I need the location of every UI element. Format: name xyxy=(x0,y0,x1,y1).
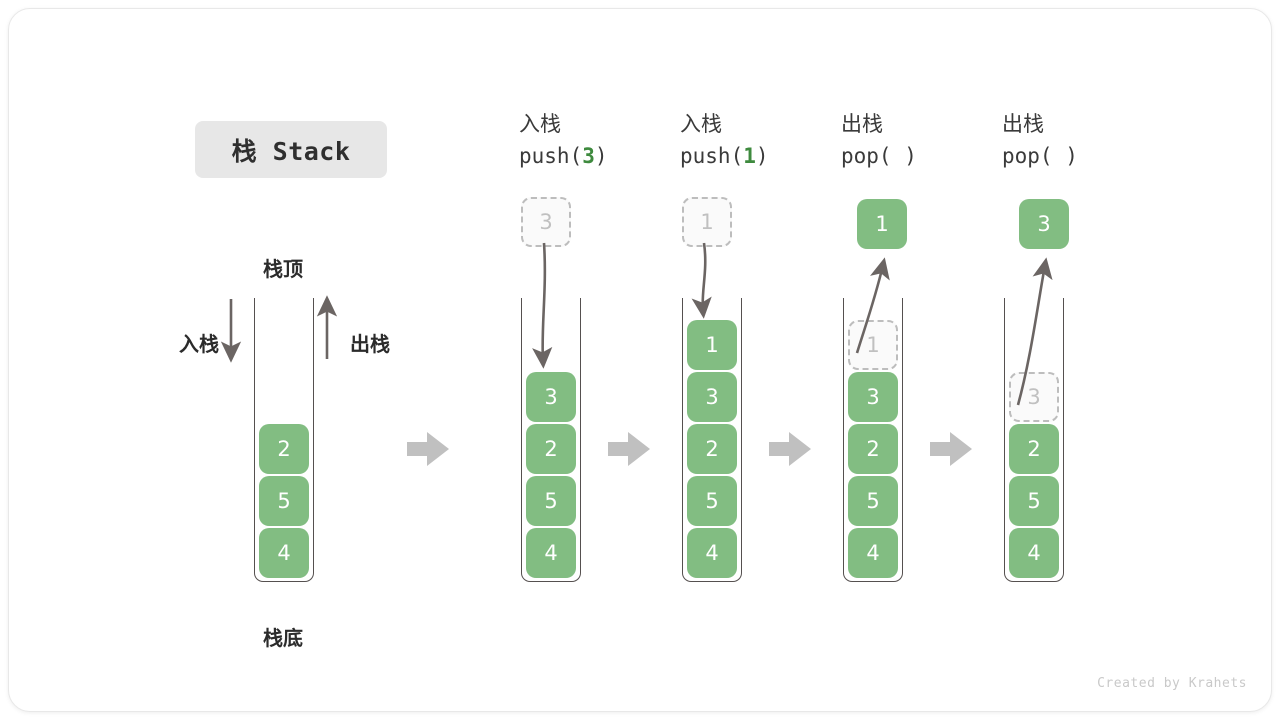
stack-cell: 2 xyxy=(848,424,898,474)
step-operation-label: 入栈 xyxy=(680,112,722,136)
stack-walls xyxy=(843,298,903,582)
stack-cell: 3 xyxy=(526,372,576,422)
step-code-argument: 3 xyxy=(582,144,595,168)
push-direction-label: 入栈 xyxy=(179,332,219,356)
stack-cell: 3 xyxy=(687,372,737,422)
stack-cell: 4 xyxy=(687,528,737,578)
step-code-label: push(3) xyxy=(519,144,608,168)
step-caption-3: 出栈 pop( ) xyxy=(841,109,1021,173)
stack-cell: 3 xyxy=(1009,372,1059,422)
stack-cell: 4 xyxy=(848,528,898,578)
step-operation-label: 出栈 xyxy=(841,112,883,136)
pending-element-box: 1 xyxy=(682,197,732,247)
stack-cell: 1 xyxy=(687,320,737,370)
stack-cell: 1 xyxy=(848,320,898,370)
step-code-label: pop( ) xyxy=(1002,144,1078,168)
stack-walls xyxy=(254,298,314,582)
footer-credit: Created by Krahets xyxy=(1097,676,1247,691)
stack-top-label: 栈顶 xyxy=(263,257,303,281)
stack-walls xyxy=(1004,298,1064,582)
step-operation-label: 入栈 xyxy=(519,112,561,136)
popped-element-box: 1 xyxy=(857,199,907,249)
step-code-argument: 1 xyxy=(743,144,756,168)
stack-cell: 5 xyxy=(848,476,898,526)
title-badge: 栈 Stack xyxy=(195,121,387,178)
stack-cell: 5 xyxy=(259,476,309,526)
popped-element-box: 3 xyxy=(1019,199,1069,249)
stack-cell: 4 xyxy=(526,528,576,578)
step-code-label: push(1) xyxy=(680,144,769,168)
stack-cell: 4 xyxy=(1009,528,1059,578)
page-title: 栈 Stack xyxy=(231,136,351,166)
stack-cell: 3 xyxy=(848,372,898,422)
pop-direction-label: 出栈 xyxy=(350,332,390,356)
stack-walls xyxy=(682,298,742,582)
step-separator-arrow-4 xyxy=(930,432,972,466)
step-separator-arrow-3 xyxy=(769,432,811,466)
stack-cell: 5 xyxy=(526,476,576,526)
step-caption-2: 入栈 push(1) xyxy=(680,109,860,173)
stack-cell: 2 xyxy=(687,424,737,474)
step-caption-1: 入栈 push(3) xyxy=(519,109,699,173)
stack-bottom-label: 栈底 xyxy=(263,626,303,650)
step-separator-arrow-1 xyxy=(407,432,449,466)
pending-element-box: 3 xyxy=(521,197,571,247)
stack-cell: 4 xyxy=(259,528,309,578)
step-caption-4: 出栈 pop( ) xyxy=(1002,109,1182,173)
stack-cell: 2 xyxy=(259,424,309,474)
stack-cell: 5 xyxy=(687,476,737,526)
step-separator-arrow-2 xyxy=(608,432,650,466)
stack-cell: 5 xyxy=(1009,476,1059,526)
stack-cell: 2 xyxy=(526,424,576,474)
step-operation-label: 出栈 xyxy=(1002,112,1044,136)
stack-cell: 2 xyxy=(1009,424,1059,474)
step-code-label: pop( ) xyxy=(841,144,917,168)
stack-walls xyxy=(521,298,581,582)
